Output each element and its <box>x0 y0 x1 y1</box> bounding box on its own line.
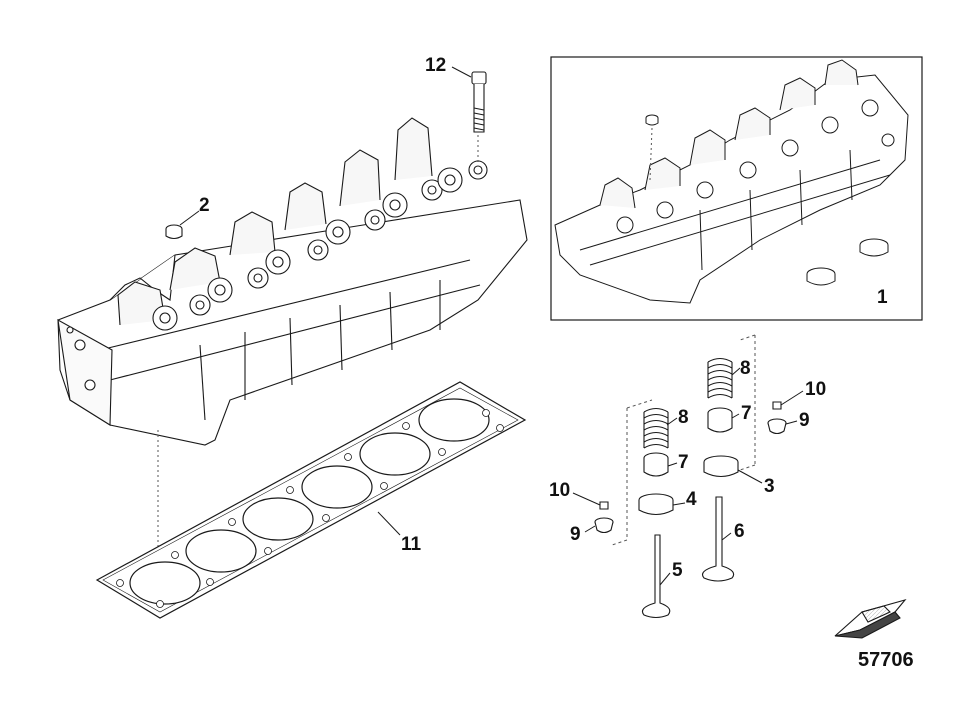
figure-number: 57706 <box>858 649 914 671</box>
callout-12: 12 <box>425 55 447 76</box>
boat-icon <box>834 598 907 639</box>
assembly-frame <box>550 56 923 321</box>
callout-7-right: 7 <box>741 403 752 424</box>
cylinder-head <box>57 117 528 446</box>
valve-spring-right <box>707 357 733 399</box>
head-gasket <box>95 381 527 619</box>
head-bolt <box>471 71 487 133</box>
callout-10-right: 10 <box>805 379 827 400</box>
valve-spring-left <box>643 407 669 449</box>
callout-6: 6 <box>734 521 745 542</box>
callout-11: 11 <box>401 534 422 555</box>
callout-5: 5 <box>672 560 683 581</box>
callout-7-left: 7 <box>678 452 689 473</box>
callout-8-left: 8 <box>678 407 689 428</box>
valve-components <box>594 357 787 619</box>
callout-9-left: 9 <box>570 524 581 545</box>
plug <box>165 224 183 240</box>
cylinder-head-assembly <box>554 59 909 304</box>
callout-10-left: 10 <box>549 480 571 501</box>
callout-4: 4 <box>686 489 697 510</box>
callout-2: 2 <box>199 195 210 216</box>
callout-8-right: 8 <box>740 358 751 379</box>
callout-3: 3 <box>764 476 775 497</box>
callout-1: 1 <box>877 287 888 308</box>
callout-9-right: 9 <box>799 410 810 431</box>
